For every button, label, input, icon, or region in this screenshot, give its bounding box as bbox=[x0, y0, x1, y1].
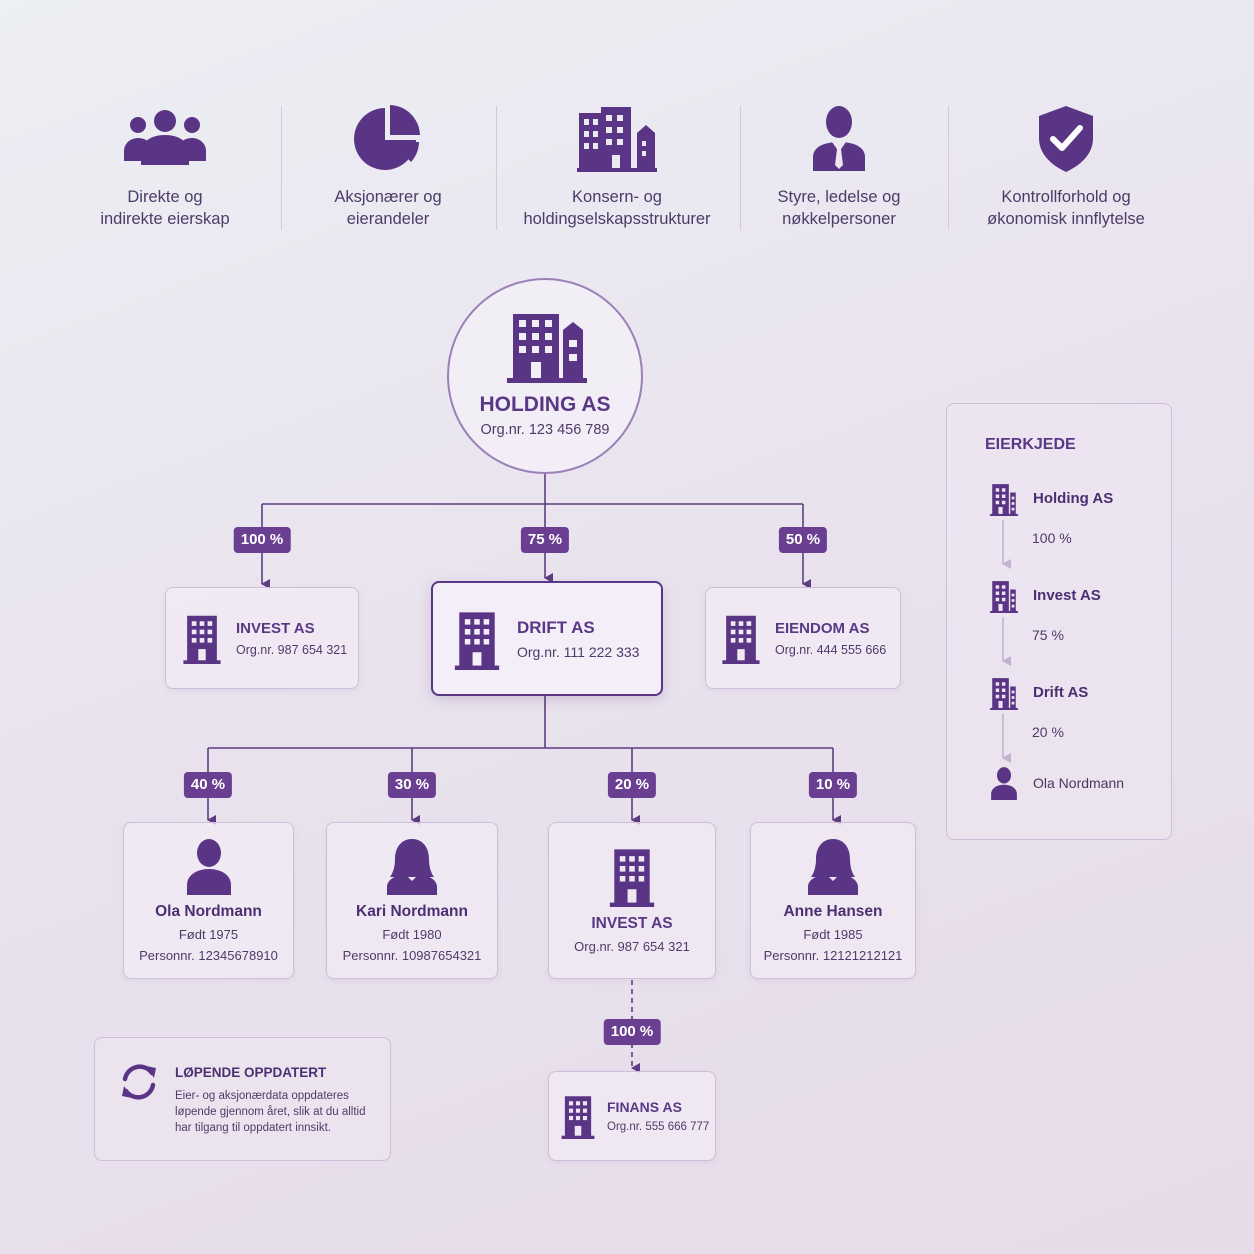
pie-chart-icon bbox=[353, 104, 423, 174]
pct-badge: 10 % bbox=[808, 772, 858, 798]
businessman-icon bbox=[809, 105, 869, 173]
chain-pct: 20 % bbox=[1032, 724, 1064, 740]
pct-badge: 30 % bbox=[387, 772, 437, 798]
person-female-icon bbox=[806, 837, 860, 895]
person-card-kari[interactable]: Kari Nordmann Født 1980 Personnr. 109876… bbox=[326, 822, 498, 979]
divider bbox=[496, 106, 497, 230]
people-group-icon bbox=[123, 109, 207, 169]
building-icon bbox=[561, 1093, 595, 1139]
office-building-icon bbox=[507, 308, 587, 383]
pct-badge: 100 % bbox=[233, 527, 291, 553]
person-icon bbox=[185, 837, 233, 895]
pct-badge: 50 % bbox=[778, 527, 828, 553]
update-info-box: LØPENDE OPPDATERT Eier- og aksjonærdata … bbox=[94, 1037, 391, 1161]
company-card-drift[interactable]: DRIFT AS Org.nr. 111 222 333 bbox=[431, 581, 663, 696]
building-icon bbox=[987, 577, 1021, 613]
refresh-icon bbox=[117, 1060, 161, 1104]
pct-badge: 100 % bbox=[603, 1019, 661, 1045]
building-icon bbox=[453, 608, 501, 670]
divider bbox=[281, 106, 282, 230]
divider bbox=[740, 106, 741, 230]
company-card-eiendom[interactable]: EIENDOM AS Org.nr. 444 555 666 bbox=[705, 587, 901, 689]
chain-title: EIERKJEDE bbox=[985, 436, 1076, 453]
pct-badge: 40 % bbox=[183, 772, 233, 798]
building-icon bbox=[721, 612, 761, 664]
building-icon bbox=[182, 612, 222, 664]
holding-node[interactable]: HOLDING AS Org.nr. 123 456 789 bbox=[447, 278, 643, 474]
person-icon bbox=[987, 766, 1019, 800]
info-title: LØPENDE OPPDATERT bbox=[175, 1065, 327, 1080]
info-text: Eier- og aksjonærdata oppdateres løpende… bbox=[175, 1090, 366, 1134]
company-card-finans[interactable]: FINANS AS Org.nr. 555 666 777 bbox=[548, 1071, 716, 1161]
person-card-ola[interactable]: Ola Nordmann Født 1975 Personnr. 1234567… bbox=[123, 822, 294, 979]
chain-item[interactable]: Holding AS bbox=[987, 480, 1113, 516]
chain-pct: 75 % bbox=[1032, 627, 1064, 643]
chain-item[interactable]: Ola Nordmann bbox=[987, 766, 1124, 800]
company-card-invest-2[interactable]: INVEST AS Org.nr. 987 654 321 bbox=[548, 822, 716, 979]
holding-name: HOLDING AS bbox=[479, 393, 611, 416]
chain-item[interactable]: Drift AS bbox=[987, 674, 1088, 710]
building-icon bbox=[608, 845, 656, 907]
person-card-anne[interactable]: Anne Hansen Født 1985 Personnr. 12121212… bbox=[750, 822, 916, 979]
chain-pct: 100 % bbox=[1032, 530, 1072, 546]
building-icon bbox=[987, 674, 1021, 710]
divider bbox=[948, 106, 949, 230]
chain-item[interactable]: Invest AS bbox=[987, 577, 1101, 613]
pct-badge: 20 % bbox=[607, 772, 657, 798]
building-icon bbox=[987, 480, 1021, 516]
company-card-invest[interactable]: INVEST AS Org.nr. 987 654 321 bbox=[165, 587, 359, 689]
buildings-icon bbox=[577, 105, 657, 173]
shield-check-icon bbox=[1035, 104, 1097, 174]
holding-org: Org.nr. 123 456 789 bbox=[480, 422, 610, 438]
person-female-icon bbox=[385, 837, 439, 895]
ownership-chain-panel: EIERKJEDE Holding AS 100 % Invest AS 75 … bbox=[946, 403, 1172, 840]
pct-badge: 75 % bbox=[520, 527, 570, 553]
